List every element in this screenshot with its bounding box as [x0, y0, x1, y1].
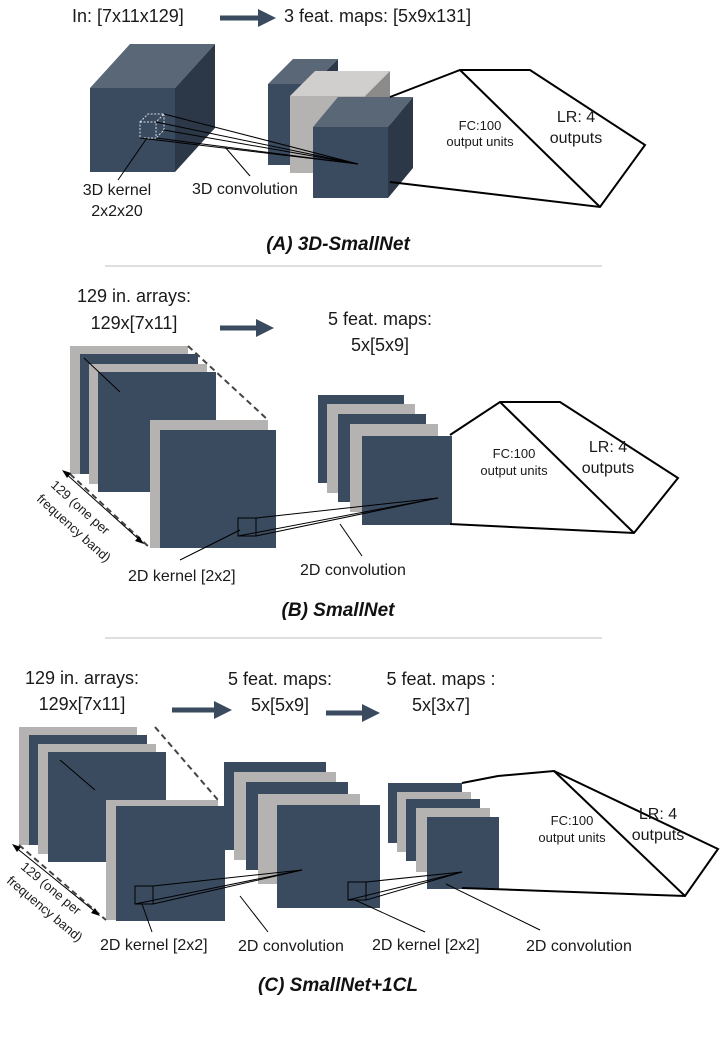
panel-b-input-line2: 129x[7x11]	[91, 313, 178, 333]
panel-a-fc-line2: output units	[446, 134, 514, 149]
panel-a-input-label: In: [7x11x129]	[72, 6, 184, 26]
panel-b-caption: (B) SmallNet	[282, 600, 396, 621]
panel-b-lr-line2: outputs	[582, 460, 634, 477]
panel-c-out-feature-maps	[388, 783, 499, 889]
panel-c: 129 in. arrays: 129x[7x11] 5 feat. maps:…	[4, 668, 720, 996]
panel-b-output-line2: 5x[5x9]	[351, 335, 409, 355]
panel-a-fc-lr	[389, 69, 647, 209]
panel-a-lr-line2: outputs	[550, 130, 602, 147]
panel-a-kernel-line1: 3D kernel	[83, 182, 151, 199]
panel-c-input-stack	[18, 726, 225, 921]
panel-b-arrow	[220, 319, 274, 337]
panel-a-conv-label: 3D convolution	[192, 181, 298, 198]
panel-b-lr-line1: LR: 4	[589, 439, 627, 456]
panel-c-arrow-1	[172, 701, 232, 719]
panel-c-conv2-label: 2D convolution	[526, 938, 632, 955]
panel-c-mid-line2: 5x[5x9]	[251, 695, 309, 715]
panel-a-output-label: 3 feat. maps: [5x9x131]	[284, 6, 471, 26]
panel-b-feature-maps	[318, 395, 452, 525]
panel-c-mid-line1: 5 feat. maps:	[228, 669, 332, 689]
panel-c-out-line1: 5 feat. maps :	[386, 669, 495, 689]
panel-c-kernel2-label: 2D kernel [2x2]	[372, 937, 480, 954]
panel-b: 129 in. arrays: 129x[7x11] 5 feat. maps:…	[34, 286, 680, 621]
panel-c-lr-line1: LR: 4	[639, 806, 677, 823]
panel-c-conv-lines	[134, 869, 541, 933]
panel-c-kernel1-label: 2D kernel [2x2]	[100, 937, 208, 954]
feature-map-3	[313, 97, 413, 198]
panel-a-fc-line1: FC:100	[459, 118, 502, 133]
panel-c-arrow-2	[326, 704, 380, 722]
panel-a-caption: (A) 3D-SmallNet	[266, 234, 410, 255]
panel-c-fc-line1: FC:100	[551, 813, 594, 828]
panel-b-output-line1: 5 feat. maps:	[328, 309, 432, 329]
panel-b-input-line1: 129 in. arrays:	[77, 286, 191, 306]
panel-c-fc-lr	[461, 769, 720, 898]
panel-b-fc-line2: output units	[480, 463, 548, 478]
panel-c-out-line2: 5x[3x7]	[412, 695, 470, 715]
panel-b-fc-line1: FC:100	[493, 446, 536, 461]
panel-a-kernel-line2: 2x2x20	[91, 203, 143, 220]
panel-b-input-stack	[69, 345, 276, 549]
panel-c-conv1-label: 2D convolution	[238, 938, 344, 955]
panel-c-mid-feature-maps	[224, 762, 380, 908]
panel-a: In: [7x11x129] 3 feat. maps: [5x9x131]	[72, 6, 647, 255]
panel-b-conv-lines	[179, 497, 439, 561]
panel-b-depth-arrow	[62, 470, 144, 544]
panel-c-2d-kernel-box-1	[134, 885, 154, 905]
panel-c-2d-kernel-box-2	[347, 881, 367, 901]
panel-a-lr-line1: LR: 4	[557, 109, 595, 126]
panel-b-kernel-label: 2D kernel [2x2]	[128, 568, 236, 585]
panel-c-input-line1: 129 in. arrays:	[25, 668, 139, 688]
panel-a-arrow	[220, 9, 276, 27]
panel-c-lr-line2: outputs	[632, 827, 684, 844]
panel-b-fc-lr	[449, 401, 680, 535]
input-cube	[90, 44, 215, 172]
panel-b-conv-label: 2D convolution	[300, 562, 406, 579]
panel-b-2d-kernel-box	[237, 517, 257, 537]
panel-c-depth-arrow	[12, 844, 100, 916]
panel-c-caption: (C) SmallNet+1CL	[258, 975, 418, 996]
panel-a-conv-lines	[117, 113, 359, 181]
panel-c-fc-line2: output units	[538, 830, 606, 845]
panel-c-input-line2: 129x[7x11]	[39, 694, 126, 714]
